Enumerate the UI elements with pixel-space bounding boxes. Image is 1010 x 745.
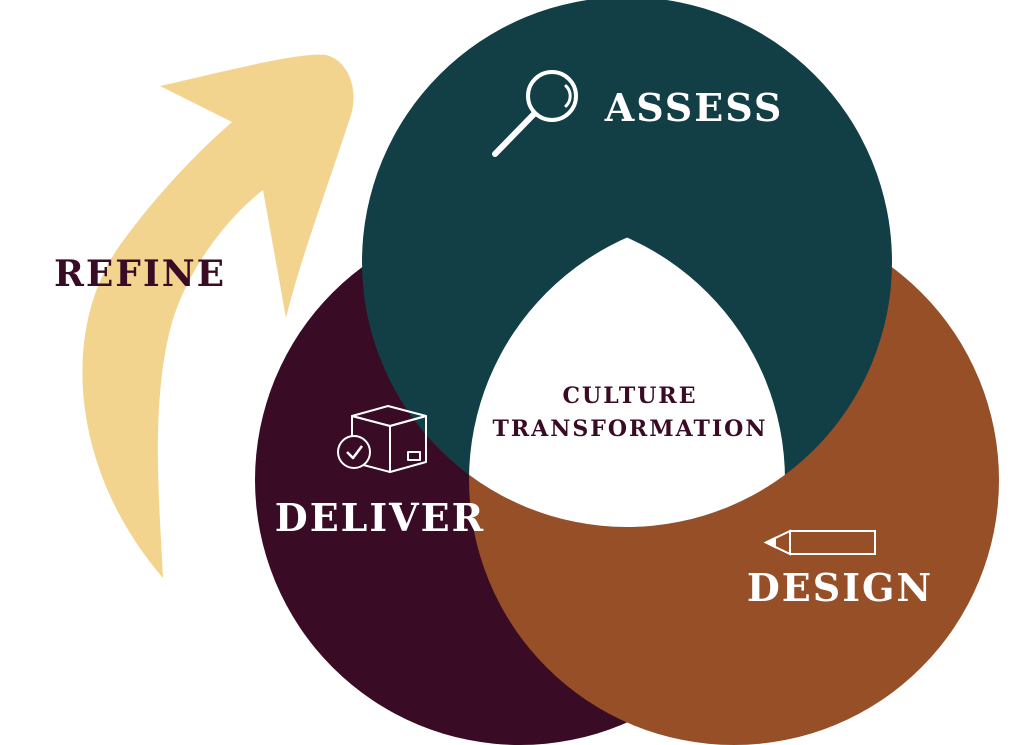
assess-label: ASSESS [604, 85, 784, 130]
refine-arrow [82, 54, 354, 578]
package-check-icon [337, 405, 427, 473]
deliver-label: DELIVER [275, 495, 485, 540]
pencil-icon [763, 529, 876, 556]
center-title-line2: TRANSFORMATION [493, 416, 768, 442]
design-label: DESIGN [747, 565, 933, 610]
refine-label: REFINE [54, 253, 226, 295]
center-title-line1: CULTURE [563, 383, 698, 409]
magnifier-icon [492, 70, 578, 157]
center-intersection [469, 215, 785, 527]
